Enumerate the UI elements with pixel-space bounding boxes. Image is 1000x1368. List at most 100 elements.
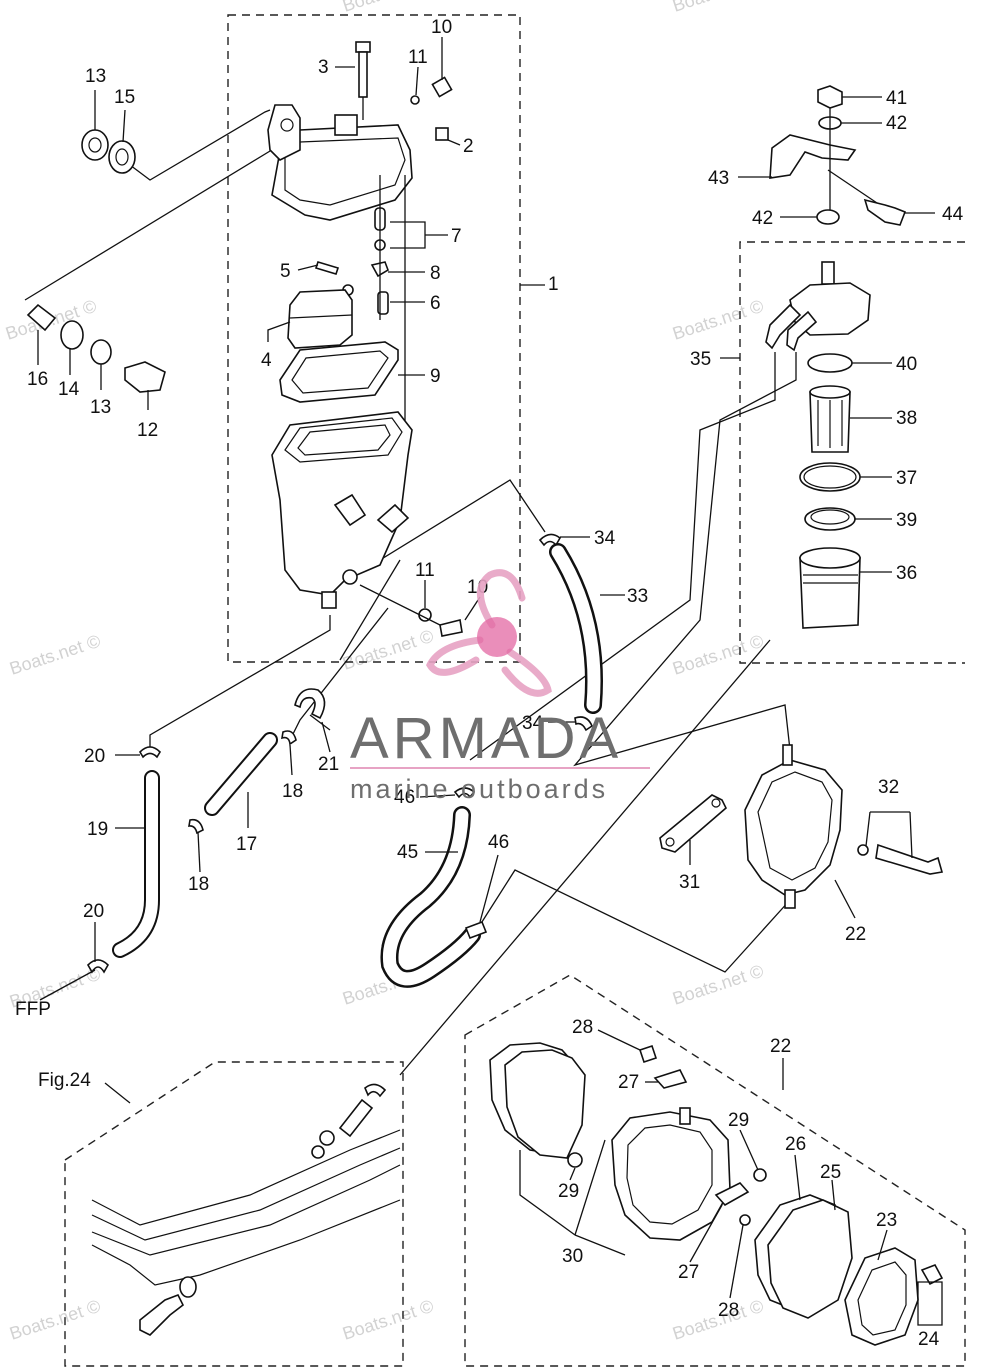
propeller-blade-right (501, 648, 552, 697)
propeller-blade-top (477, 569, 526, 629)
fig24-clip (364, 1083, 387, 1098)
hose-45-inner (382, 808, 479, 986)
label-27a: 27 (618, 1072, 639, 1093)
clip-27-bottom (714, 1182, 750, 1207)
fig24-bracket-lines (91, 1129, 401, 1286)
leader-46-to-pump (479, 869, 791, 973)
cover-23 (844, 1247, 919, 1346)
clip-27-top (653, 1069, 688, 1089)
label-26: 26 (785, 1134, 806, 1155)
fuel-pump-exploded (489, 1042, 944, 1346)
label-9: 9 (430, 366, 441, 387)
watermark-4: Boats.net © (670, 296, 766, 344)
label-15: 15 (114, 87, 135, 108)
hose-45-group (380, 787, 488, 988)
fig24-parts (91, 1083, 401, 1336)
leader-l28b (729, 1224, 744, 1299)
hose-33-group (538, 533, 603, 732)
label-fig24: Fig.24 (38, 1070, 91, 1091)
label-1: 1 (548, 274, 559, 295)
label-13b: 13 (90, 397, 111, 418)
propeller-hub (477, 617, 517, 657)
label-24: 24 (918, 1329, 940, 1350)
leader-l21 (321, 721, 331, 753)
label-35: 35 (690, 349, 711, 370)
leader-l26 (794, 1154, 801, 1201)
propeller-blade-left (426, 636, 484, 676)
group-box-fig24 (64, 1061, 404, 1367)
label-44: 44 (942, 204, 964, 225)
label-36: 36 (896, 563, 917, 584)
label-21: 21 (318, 754, 339, 775)
nut-41 (817, 85, 843, 109)
label-20b: 20 (83, 901, 104, 922)
diaphragm-30-b (504, 1049, 586, 1159)
clip-34-bottom (574, 716, 593, 732)
leader-l29a (739, 1129, 759, 1171)
clip-18-top (281, 730, 297, 746)
part-labels: 1 2 3 4 5 6 7 8 9 10 11 10 11 13 15 16 1… (15, 17, 964, 1350)
fig24-washer (179, 1276, 197, 1298)
watermark-13: Boats.net © (670, 0, 766, 16)
bracket-hole (280, 118, 294, 132)
fig24-grommet-b (311, 1145, 325, 1159)
clip-46-bottom (464, 920, 488, 940)
collar-16 (26, 303, 57, 332)
label-11b: 11 (415, 560, 435, 581)
leader-l23 (877, 1229, 888, 1261)
clip-20-top (138, 746, 162, 759)
filter-port-b (786, 310, 818, 352)
leader-l18b (197, 831, 201, 873)
label-37: 37 (896, 468, 917, 489)
label-11a: 11 (408, 47, 428, 68)
label-20a: 20 (84, 746, 105, 767)
label-33: 33 (627, 586, 648, 607)
leader-l7 (390, 221, 448, 249)
diaphragm-25 (767, 1199, 853, 1319)
pump-outlet (784, 889, 796, 909)
hose-33-inner (551, 545, 601, 712)
o-ring-37-inner (803, 465, 857, 489)
group-box-fuel-pump-22 (464, 974, 966, 1367)
clip-24 (920, 1264, 944, 1286)
screw-28-top (638, 1044, 658, 1064)
axis-10-11-bottom (359, 584, 441, 626)
screw-29-right (753, 1168, 767, 1182)
washer-13-bottom (90, 339, 112, 365)
leader-filter-to-pump (573, 352, 797, 767)
label-31: 31 (679, 872, 700, 893)
label-46b: 46 (488, 832, 509, 853)
watermark-2: Boats.net © (7, 631, 103, 679)
label-34a: 34 (594, 528, 616, 549)
leader-lines (24, 109, 797, 1076)
pump-washer-32 (857, 844, 869, 856)
screw-3-shank (358, 51, 368, 98)
tie-strap-21 (294, 688, 326, 720)
label-29a: 29 (728, 1110, 749, 1131)
label-12: 12 (137, 420, 158, 441)
cover-23-detail (857, 1261, 907, 1336)
propeller-logo-icon (426, 569, 552, 697)
pump-housing-inner (626, 1124, 713, 1225)
plate-31 (659, 794, 727, 853)
label-14: 14 (58, 379, 80, 400)
label-17: 17 (236, 834, 257, 855)
label-6: 6 (430, 293, 441, 314)
grommet-14 (60, 320, 84, 350)
ring-39-inner (810, 509, 850, 525)
label-45: 45 (397, 842, 418, 863)
o-ring-37 (799, 462, 861, 492)
part-5 (314, 261, 340, 275)
gasket-9-inner (291, 350, 389, 394)
leader-l28a (597, 1029, 641, 1051)
washer-13-top (81, 129, 109, 161)
leader-l18a (289, 744, 293, 776)
grommet-15-hole (115, 148, 129, 166)
label-leaders (37, 37, 943, 1326)
leader-l22a (834, 879, 856, 919)
label-13a: 13 (85, 66, 106, 87)
fig24-grommet-a (319, 1130, 335, 1146)
tank-rim (284, 417, 403, 463)
fuel-pump-assembly (659, 744, 944, 909)
tank-cover-detail (284, 137, 406, 206)
